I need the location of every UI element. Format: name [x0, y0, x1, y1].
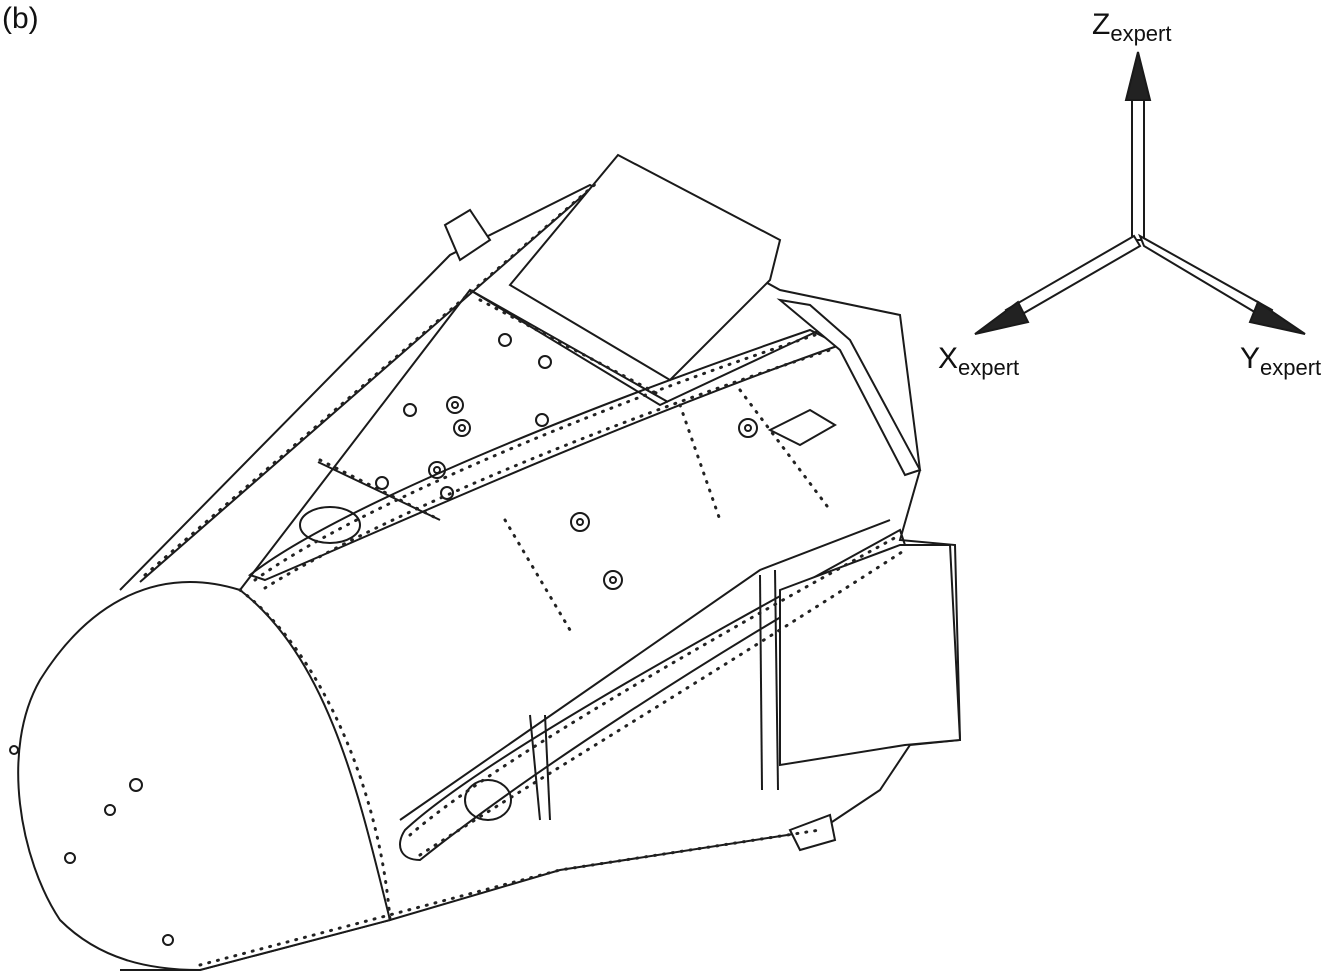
x-axis-label: Xexpert	[938, 342, 1020, 380]
y-axis-arrow	[1138, 233, 1306, 335]
x-axis-arrow	[974, 234, 1142, 335]
z-axis-label: Zexpert	[1092, 8, 1172, 46]
z-axis-arrow	[1124, 51, 1152, 241]
capsule-body	[9, 183, 962, 972]
rivet-rows	[143, 178, 907, 967]
seam-mid	[239, 288, 821, 591]
fasteners	[375, 333, 758, 590]
top-hatch	[508, 153, 922, 477]
coordinate-triad	[974, 51, 1306, 335]
y-axis-label: Yexpert	[1240, 342, 1322, 380]
nose-cap	[17, 581, 392, 972]
seam-lower	[399, 519, 891, 821]
handles	[443, 208, 837, 852]
panel-label: (b)	[2, 2, 39, 35]
